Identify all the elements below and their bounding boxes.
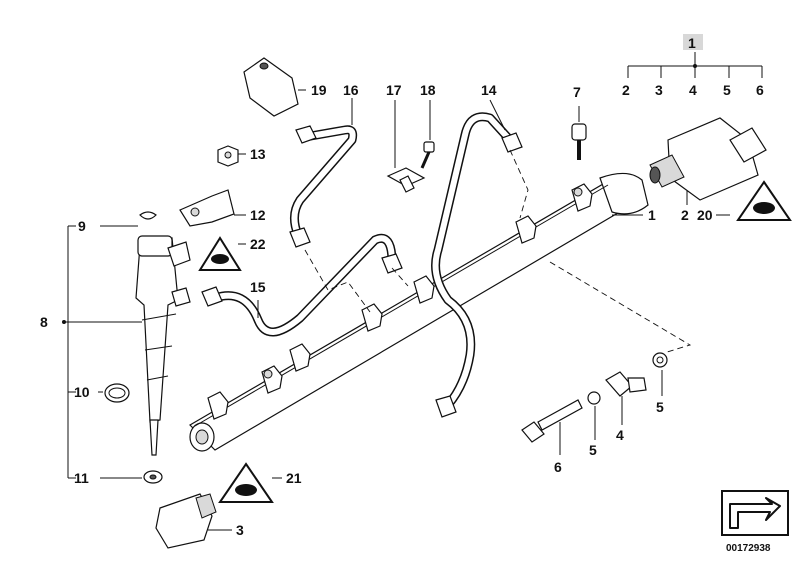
injector[interactable] — [135, 235, 191, 456]
callout-4[interactable]: 4 — [616, 427, 624, 443]
callout-6[interactable]: 6 — [554, 459, 562, 475]
callout-numbers: 1 2 3 4 5 6 7 8 9 10 11 12 13 14 15 16 1… — [40, 82, 713, 538]
seal-5[interactable] — [587, 352, 668, 405]
callout-set-member[interactable]: 5 — [723, 82, 731, 98]
callout-17[interactable]: 17 — [386, 82, 402, 98]
callout-14[interactable]: 14 — [481, 82, 497, 98]
callout-22[interactable]: 22 — [250, 236, 266, 252]
screw-18[interactable] — [420, 141, 435, 169]
fuel-rail[interactable] — [189, 172, 649, 452]
callout-set-member[interactable]: 2 — [622, 82, 630, 98]
high-pressure-pipe-14[interactable] — [431, 112, 523, 418]
callout-15[interactable]: 15 — [250, 279, 266, 295]
callout-set-member[interactable]: 4 — [689, 82, 697, 98]
callout-1[interactable]: 1 — [648, 207, 656, 223]
clip-9[interactable] — [139, 211, 157, 220]
set-header: 1 2 3 4 5 6 — [622, 34, 764, 98]
callout-3[interactable]: 3 — [236, 522, 244, 538]
torque-wrench-symbol-icon — [218, 462, 274, 503]
callout-set-number[interactable]: 1 — [688, 35, 696, 51]
callout-19[interactable]: 19 — [311, 82, 327, 98]
tension-claw-12[interactable] — [179, 189, 235, 227]
callout-10[interactable]: 10 — [74, 384, 90, 400]
callout-12[interactable]: 12 — [250, 207, 266, 223]
torque-symbol-20 — [736, 180, 792, 221]
reference-arrow-icon — [729, 497, 781, 529]
leader-lines — [62, 89, 730, 531]
high-pressure-pipe-15[interactable] — [201, 233, 403, 337]
assembly-dashed-lines — [304, 149, 692, 353]
callout-21[interactable]: 21 — [286, 470, 302, 486]
callout-8[interactable]: 8 — [40, 314, 48, 330]
callout-5b[interactable]: 5 — [589, 442, 597, 458]
high-pressure-pipe-16[interactable] — [289, 125, 358, 248]
callout-2[interactable]: 2 — [681, 207, 689, 223]
callout-20[interactable]: 20 — [697, 207, 713, 223]
torque-symbol-21 — [218, 462, 274, 503]
callout-set-member[interactable]: 3 — [655, 82, 663, 98]
rubber-ring-19[interactable] — [243, 57, 299, 117]
bolt-6[interactable] — [521, 399, 583, 443]
callout-5[interactable]: 5 — [656, 399, 664, 415]
bolt-7[interactable] — [571, 123, 587, 160]
torque-wrench-symbol-icon — [736, 180, 792, 221]
callout-11[interactable]: 11 — [74, 470, 89, 486]
torque-symbol-22 — [198, 236, 242, 271]
pressure-control-valve[interactable] — [649, 117, 767, 201]
diagram-code: 00172938 — [726, 543, 771, 554]
nut-13[interactable] — [217, 145, 239, 167]
seal-ring-10[interactable] — [104, 383, 130, 403]
set-badge — [683, 34, 703, 50]
holder-17[interactable] — [386, 167, 426, 193]
callout-7[interactable]: 7 — [573, 84, 581, 100]
callout-18[interactable]: 18 — [420, 82, 436, 98]
callout-16[interactable]: 16 — [343, 82, 359, 98]
callout-13[interactable]: 13 — [250, 146, 266, 162]
callout-9[interactable]: 9 — [78, 218, 86, 234]
valve-4[interactable] — [605, 371, 647, 397]
pressure-sensor-3[interactable] — [155, 493, 217, 549]
washer-11[interactable] — [143, 470, 163, 484]
callout-set-member[interactable]: 6 — [756, 82, 764, 98]
reference-arrow-box[interactable] — [721, 490, 789, 536]
